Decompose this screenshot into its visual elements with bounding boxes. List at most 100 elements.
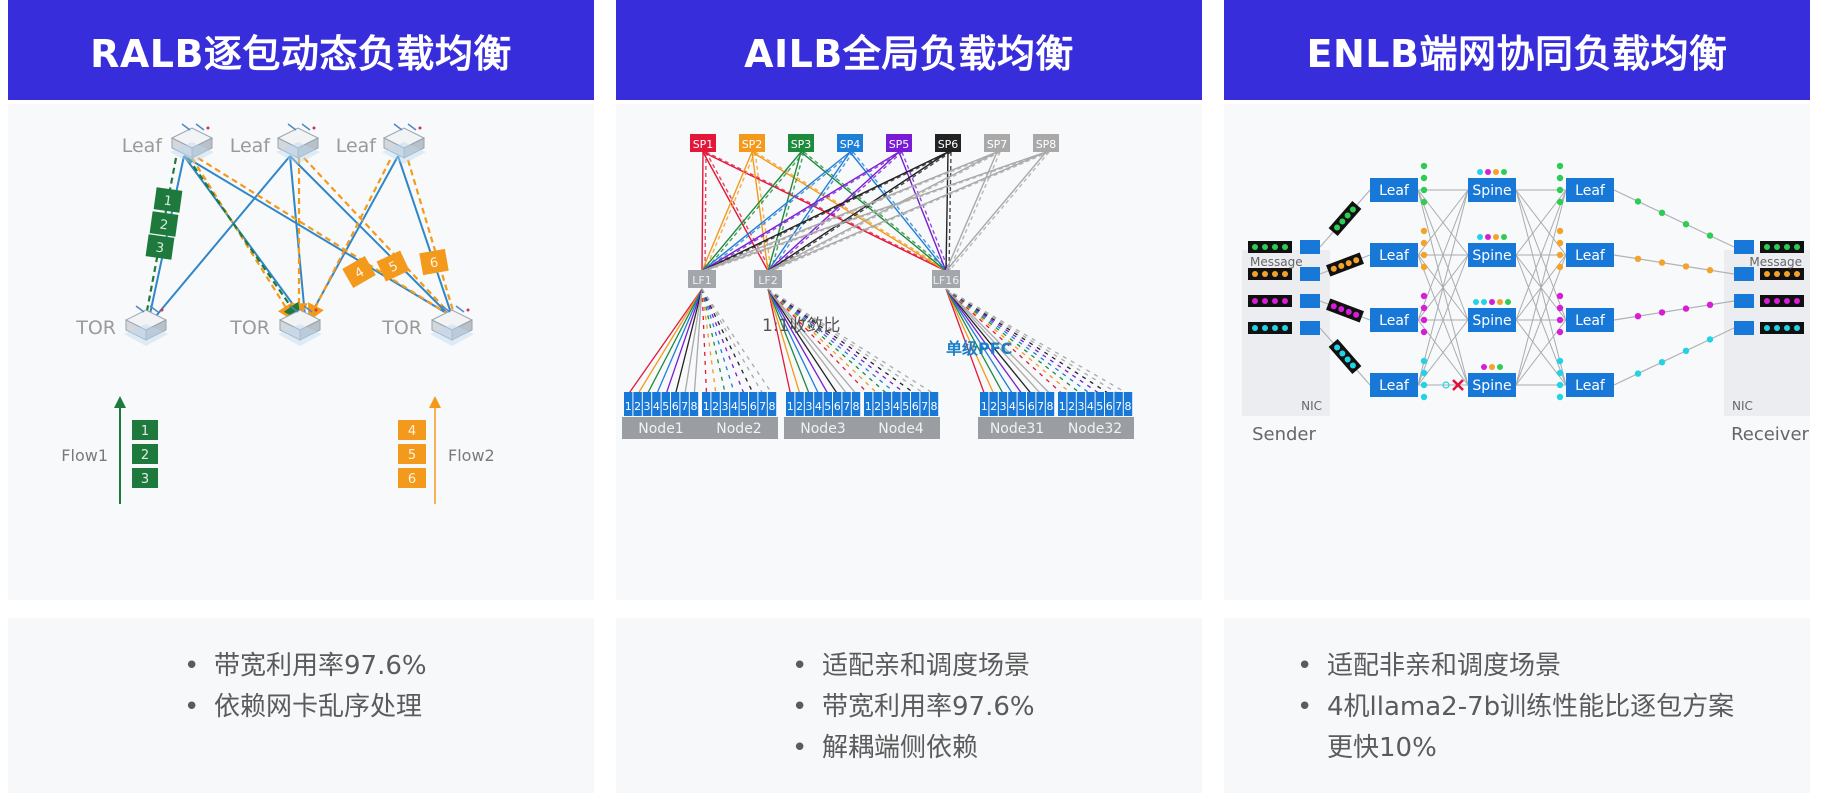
receiver-message bbox=[1734, 267, 1804, 281]
node-port-link bbox=[701, 288, 764, 395]
spine-leaf-link-dashed bbox=[704, 151, 903, 272]
host-messages bbox=[1248, 240, 1804, 335]
svg-text:1: 1 bbox=[625, 400, 632, 413]
enlb-topology-svg: LeafLeafLeafLeafSpineSpineSpineSpineLeaf… bbox=[1242, 162, 1810, 445]
node-port bbox=[642, 392, 652, 416]
node-port-link bbox=[945, 288, 1004, 395]
node-port-link bbox=[945, 288, 1120, 395]
convergence-label: 1:1收敛比 bbox=[762, 316, 840, 336]
svg-text:7: 7 bbox=[1115, 400, 1122, 413]
nic-port bbox=[1734, 294, 1754, 308]
leaf-switch: Leaf bbox=[1566, 243, 1614, 267]
feature-item: 适配非亲和调度场景 bbox=[1297, 646, 1777, 687]
nic-port bbox=[1300, 240, 1320, 254]
svg-text:2: 2 bbox=[712, 400, 719, 413]
node-port-link bbox=[767, 288, 810, 395]
link bbox=[289, 155, 451, 317]
node-port bbox=[1105, 392, 1114, 416]
node-port bbox=[633, 392, 642, 416]
feature-list: 适配亲和调度场景 带宽利用率97.6% 解耦端侧依赖 bbox=[792, 646, 1035, 769]
bullet-panel: 适配非亲和调度场景 4机llama2-7b训练性能比逐包方案 更快10% bbox=[1224, 618, 1810, 793]
node-port bbox=[911, 392, 920, 416]
node-port-link bbox=[945, 288, 995, 395]
node-port-link bbox=[945, 288, 986, 395]
tor-label: TOR bbox=[381, 317, 422, 339]
spine-leaf-link bbox=[767, 151, 1047, 272]
node-port-link bbox=[674, 288, 703, 395]
node-port-link bbox=[767, 288, 898, 395]
node-port bbox=[1027, 392, 1036, 416]
panel-header: AILB全局负载均衡 bbox=[616, 0, 1202, 100]
svg-text:2: 2 bbox=[1068, 400, 1075, 413]
node-port bbox=[882, 392, 892, 416]
node-port bbox=[689, 392, 699, 416]
svg-text:5: 5 bbox=[662, 400, 669, 413]
node-port bbox=[1123, 392, 1133, 416]
node-port bbox=[749, 392, 758, 416]
link bbox=[397, 155, 453, 317]
svg-text:4: 4 bbox=[815, 400, 822, 413]
node-port bbox=[786, 392, 795, 416]
bullet-panel: 带宽利用率97.6% 依赖网卡乱序处理 bbox=[8, 618, 594, 793]
svg-text:5: 5 bbox=[408, 448, 416, 463]
node-port-link bbox=[945, 288, 1073, 395]
node-port-link bbox=[767, 288, 916, 395]
leaf-switch: Leaf bbox=[1370, 308, 1418, 332]
svg-text:8: 8 bbox=[769, 400, 776, 413]
node-port bbox=[758, 392, 767, 416]
svg-text:Spine: Spine bbox=[1472, 313, 1511, 329]
svg-text:5: 5 bbox=[740, 400, 747, 413]
svg-text:Leaf: Leaf bbox=[1379, 248, 1410, 264]
node-label: Node1 bbox=[638, 421, 683, 437]
receiver-nic-label: NIC bbox=[1732, 399, 1753, 413]
nic-port bbox=[1300, 267, 1320, 281]
svg-text:4: 4 bbox=[893, 400, 900, 413]
leaf-switch-3: Leaf bbox=[336, 123, 427, 165]
node-port bbox=[998, 392, 1008, 416]
node-port bbox=[720, 392, 730, 416]
svg-text:2: 2 bbox=[796, 400, 803, 413]
feature-item: 带宽利用率97.6% bbox=[792, 687, 1035, 728]
svg-text:Leaf: Leaf bbox=[1575, 183, 1606, 199]
message-in-flight bbox=[1328, 339, 1362, 374]
spine-label: SP8 bbox=[1036, 138, 1057, 151]
leaf-switch-2: Leaf bbox=[230, 123, 321, 165]
spine-leaf-link bbox=[701, 151, 851, 272]
spine-leaf-link bbox=[767, 151, 900, 272]
node-port-link bbox=[767, 288, 801, 395]
spine-leaf-link bbox=[702, 151, 769, 272]
spine-switch: SP5 bbox=[886, 134, 912, 152]
node-port bbox=[711, 392, 720, 416]
node-port-link bbox=[767, 288, 907, 395]
spine-leaf-link bbox=[849, 151, 947, 272]
spine-switch: Spine bbox=[1468, 308, 1516, 332]
nic-port bbox=[1734, 267, 1754, 281]
sender-nic-label: NIC bbox=[1301, 399, 1322, 413]
message-in-flight bbox=[1326, 252, 1364, 277]
node-label: Node2 bbox=[716, 421, 761, 437]
node-port-link bbox=[767, 288, 879, 395]
leaf-switch: LF2 bbox=[754, 270, 782, 288]
node-port bbox=[739, 392, 748, 416]
message-in-flight bbox=[1326, 298, 1364, 323]
node-port-link bbox=[767, 288, 935, 395]
feature-item: 适配亲和调度场景 bbox=[792, 646, 1035, 687]
svg-text:4: 4 bbox=[1087, 400, 1094, 413]
svg-text:6: 6 bbox=[912, 400, 919, 413]
spine-leaf-link bbox=[701, 151, 998, 272]
svg-text:8: 8 bbox=[853, 400, 860, 413]
panel-header: RALB逐包动态负载均衡 bbox=[8, 0, 594, 100]
spine-label: SP5 bbox=[889, 138, 910, 151]
svg-text:Spine: Spine bbox=[1472, 248, 1511, 264]
feature-item: 解耦端侧依赖 bbox=[792, 728, 1035, 769]
node-port-link bbox=[701, 288, 755, 395]
spine-leaf-link-dashed bbox=[948, 151, 952, 272]
spine-leaf-link bbox=[945, 151, 949, 272]
node-label: Node32 bbox=[1068, 421, 1122, 437]
